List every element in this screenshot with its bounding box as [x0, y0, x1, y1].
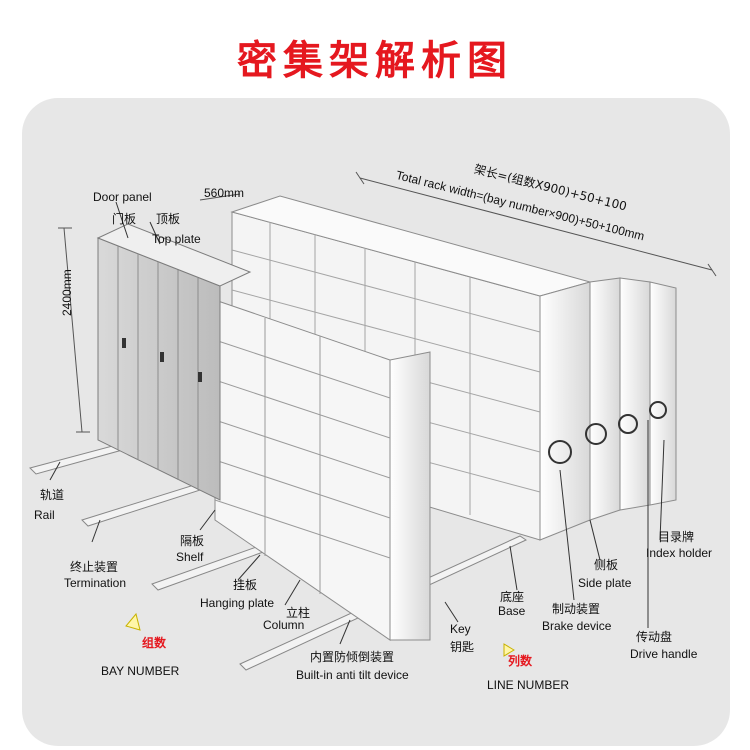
hanging-plate-label-en: Hanging plate — [200, 596, 275, 610]
dimension-lines — [58, 171, 717, 433]
top-plate-label-cn: 顶板 — [156, 212, 181, 226]
shelf-label-cn: 隔板 — [180, 534, 205, 548]
drive-handle-label-cn: 传动盘 — [636, 630, 673, 644]
index-holder-label-cn: 目录牌 — [658, 530, 695, 544]
brake-device-label-cn: 制动装置 — [552, 602, 601, 616]
front-shelves — [214, 318, 391, 594]
rail-label-en: Rail — [34, 508, 55, 522]
termination-label-cn: 终止装置 — [70, 560, 119, 574]
line-number-badge: 列数 — [508, 654, 533, 668]
index-holder-label-en: Index holder — [646, 546, 713, 560]
bay-number-badge: 组数 — [142, 636, 167, 650]
anti-tilt-label-cn: 内置防倾倒装置 — [310, 650, 395, 664]
column-label-en: Column — [263, 618, 305, 632]
line-number-label: LINE NUMBER — [487, 678, 570, 692]
termination-label-en: Termination — [64, 576, 127, 590]
direction-arrows — [125, 612, 515, 657]
key-label-en: Key — [450, 622, 471, 636]
rail-label-cn: 轨道 — [40, 488, 65, 502]
brake-device-label-en: Brake device — [542, 619, 612, 633]
shelf-label-en: Shelf — [176, 550, 204, 564]
key-label-cn: 钥匙 — [450, 640, 475, 654]
anti-tilt-label-en: Built-in anti tilt device — [296, 668, 409, 682]
diagram-title: 密集架解析图 — [237, 37, 513, 84]
door-panel-label-en: Door panel — [93, 190, 152, 204]
bay-number-label: BAY NUMBER — [101, 664, 180, 678]
door-panel-label-cn: 门板 — [112, 212, 137, 226]
side-plate-label-en: Side plate — [578, 576, 632, 590]
leader-lines — [49, 201, 665, 645]
hanging-plate-label-cn: 挂板 — [233, 578, 258, 592]
top-plate-label-en: Top plate — [152, 232, 201, 246]
front-open-section — [214, 299, 431, 641]
depth-dimension: 560mm — [204, 186, 245, 200]
door-cabinet — [96, 223, 252, 501]
base-label-cn: 底座 — [500, 590, 525, 604]
drive-handle-label-en: Drive handle — [630, 647, 698, 661]
column-label-cn: 立柱 — [286, 606, 311, 620]
height-dimension: 2400mm — [60, 269, 74, 316]
side-plate-label-cn: 侧板 — [594, 558, 619, 572]
base-label-en: Base — [498, 604, 526, 618]
